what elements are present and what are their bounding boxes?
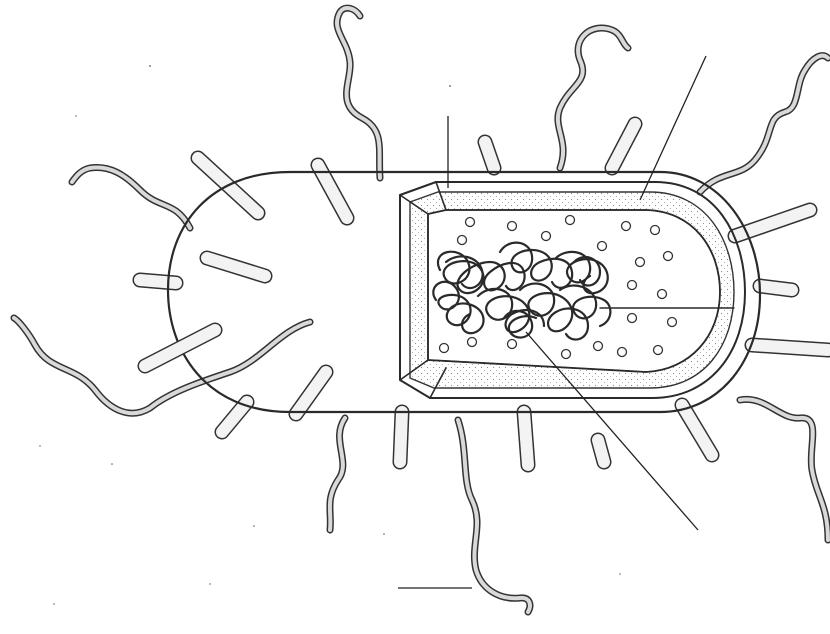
flagellum [72, 167, 190, 228]
flagellum-core [72, 167, 190, 228]
ribosome [651, 226, 660, 235]
flagellum [337, 8, 380, 178]
surface-pili [145, 258, 265, 366]
ribosome [668, 318, 677, 327]
flagellum [458, 420, 530, 612]
cell-membrane-label-line [640, 56, 706, 200]
ribosome [466, 218, 475, 227]
ribosome [440, 344, 449, 353]
ribosome [622, 222, 631, 231]
ribosome [598, 242, 607, 251]
ribosome [636, 258, 645, 267]
ribosome [618, 348, 627, 357]
ribosome [566, 216, 575, 225]
ribosome [562, 350, 571, 359]
nucleoid [433, 243, 610, 340]
ribosome [508, 340, 517, 349]
ribosome [654, 346, 663, 355]
ribosome [664, 252, 673, 261]
ribosome [628, 314, 637, 323]
ribosome [658, 290, 667, 299]
ribosome [594, 342, 603, 351]
ribosome [468, 338, 477, 347]
cutaway-section [400, 182, 745, 398]
flagellum-core [458, 420, 530, 612]
flagellum [740, 399, 828, 540]
flagellum [700, 56, 828, 192]
cytoplasm-plane [428, 210, 720, 372]
ribosome [458, 236, 467, 245]
ribosome [508, 222, 517, 231]
flagellum-core [700, 56, 828, 192]
ribosome [542, 232, 551, 241]
ribosome [628, 281, 637, 290]
nucleoid-label-line [526, 332, 698, 530]
label-leaders [398, 56, 706, 588]
